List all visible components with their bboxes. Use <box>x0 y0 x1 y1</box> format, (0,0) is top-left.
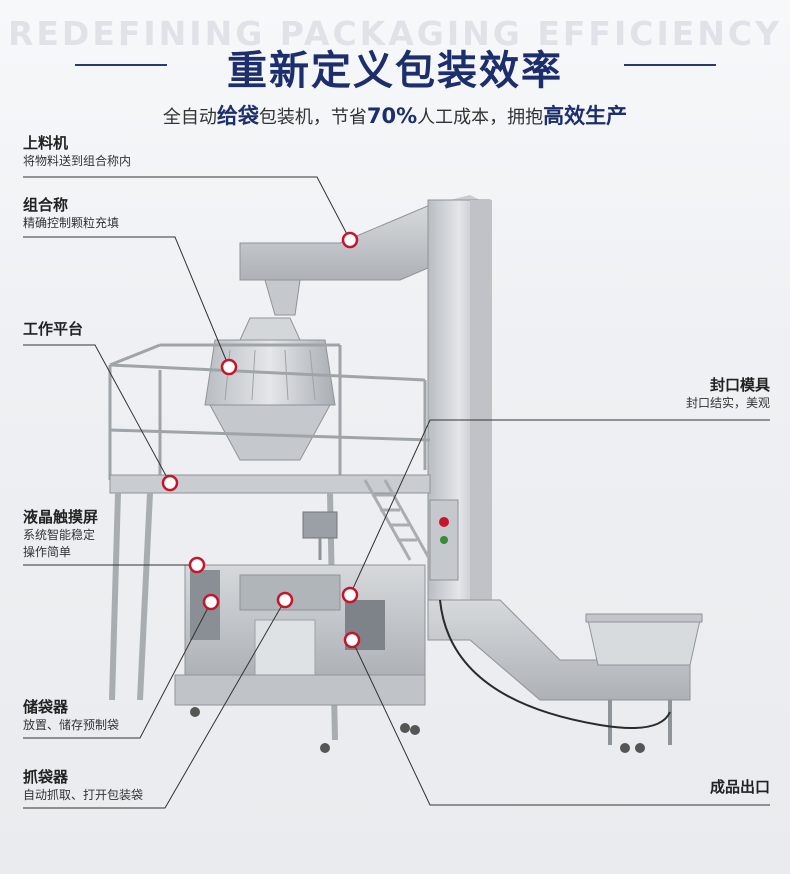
output-marker <box>343 631 361 649</box>
subtitle-part-5: 高效生产 <box>543 104 628 128</box>
output-label: 成品出口 <box>710 778 770 797</box>
platform-marker <box>161 474 179 492</box>
bag-gripper-marker <box>276 591 294 609</box>
callout-lines <box>23 176 770 809</box>
bag-gripper-desc: 自动抓取、打开包装袋 <box>23 788 144 802</box>
bag-storage-title: 储袋器 <box>23 698 69 716</box>
weigher-marker <box>220 358 238 376</box>
touchscreen-panel <box>302 511 338 539</box>
bag-gripper-title: 抓袋器 <box>23 768 69 786</box>
subtitle-part-4: 人工成本，拥抱 <box>417 107 544 128</box>
bag-storage-marker <box>202 593 220 611</box>
sealing-die-title: 封口模具 <box>709 376 770 394</box>
bagging-machine <box>174 499 459 753</box>
bag-storage-label: 储袋器 放置、储存预制袋 <box>23 698 119 734</box>
platform-label: 工作平台 <box>23 320 83 339</box>
weigher-desc: 精确控制颗粒充填 <box>23 216 120 230</box>
touchscreen-desc-1: 系统智能稳定 <box>23 528 96 542</box>
feeder-marker <box>341 231 359 249</box>
power-cable <box>439 599 671 730</box>
title-left-rule <box>75 64 167 66</box>
callout-markers <box>161 231 361 649</box>
platform-deck <box>109 474 431 494</box>
feeder-label: 上料机 将物料送到组合称内 <box>23 134 131 170</box>
sealing-die-desc: 封口结实，美观 <box>685 396 770 410</box>
feeder-desc: 将物料送到组合称内 <box>23 154 132 168</box>
platform-title: 工作平台 <box>23 320 84 338</box>
sealing-die-label: 封口模具 封口结实，美观 <box>686 376 770 412</box>
subtitle-part-0: 全自动 <box>162 107 217 128</box>
weigher-title: 组合称 <box>23 196 69 214</box>
touchscreen-desc-2: 操作简单 <box>23 545 72 559</box>
touchscreen-title: 液晶触摸屏 <box>23 508 99 526</box>
touchscreen-label: 液晶触摸屏 系统智能稳定 操作简单 <box>23 508 98 561</box>
page-title: 重新定义包装效率 <box>227 48 563 94</box>
work-platform <box>108 343 431 480</box>
sealing-die-marker <box>341 586 359 604</box>
bag-storage-desc: 放置、储存预制袋 <box>23 718 120 732</box>
title-right-rule <box>624 64 716 66</box>
feeder-title: 上料机 <box>23 134 69 152</box>
bag-gripper-label: 抓袋器 自动抓取、打开包装袋 <box>23 768 143 804</box>
subtitle-part-2: 包装机，节省 <box>258 107 367 128</box>
weigher-label: 组合称 精确控制颗粒充填 <box>23 196 119 232</box>
multihead-weigher <box>204 317 336 461</box>
background-english-title: REDEFINING PACKAGING EFFICIENCY <box>7 14 783 53</box>
subtitle-part-3: 70% <box>366 104 418 128</box>
subtitle-part-1: 给袋 <box>216 104 259 128</box>
touchscreen-marker <box>188 556 206 574</box>
page-subtitle: 全自动给袋包装机，节省70%人工成本，拥抱高效生产 <box>0 100 790 130</box>
stairs <box>363 479 432 561</box>
output-title: 成品出口 <box>709 778 770 796</box>
